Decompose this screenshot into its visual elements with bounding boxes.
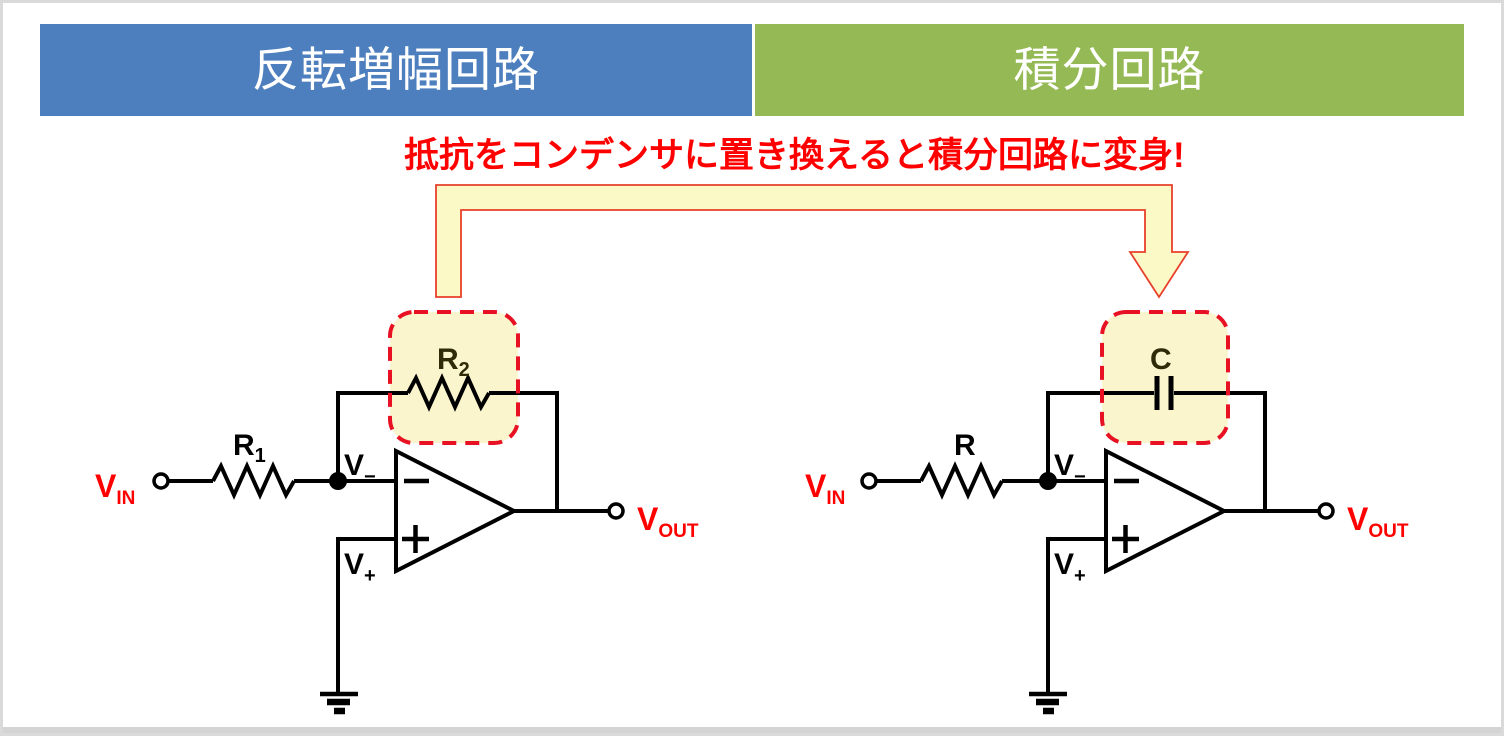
feedback-wire — [336, 391, 408, 481]
inverting-amplifier-circuit: VIN R1 R2 V− V+ VOUT — [95, 310, 699, 715]
vplus-label: V+ — [1054, 548, 1086, 587]
vin-label: VIN — [805, 468, 845, 509]
tab-inverting-amplifier: 反転増幅回路 — [40, 24, 752, 116]
vminus-label: V− — [344, 449, 376, 488]
r2-highlight-box — [388, 310, 520, 445]
vin-terminal — [860, 472, 878, 490]
c-highlight-box — [1100, 310, 1230, 445]
r-label: R — [954, 429, 976, 462]
summing-node — [1039, 472, 1057, 490]
vout-terminal — [607, 502, 625, 520]
vout-terminal — [1317, 502, 1335, 520]
ground-icon — [320, 691, 358, 715]
tab-label: 反転増幅回路 — [252, 43, 540, 96]
plus-input-icon — [402, 525, 429, 553]
plus-input-icon — [1112, 525, 1139, 553]
vout-label: VOUT — [1347, 501, 1409, 542]
summing-node — [329, 472, 347, 490]
r2-label: R2 — [437, 343, 470, 381]
vminus-label: V− — [1054, 449, 1086, 488]
resistor-r1-icon — [211, 461, 296, 500]
tab-integrator: 積分回路 — [755, 24, 1464, 116]
resistor-r-icon — [919, 461, 1004, 500]
vin-label: VIN — [95, 468, 135, 509]
vplus-wire — [1046, 537, 1106, 692]
vplus-label: V+ — [344, 548, 376, 587]
tab-label: 積分回路 — [1013, 43, 1206, 96]
vplus-wire — [336, 537, 396, 692]
c-label: C — [1150, 343, 1172, 376]
vin-terminal — [152, 472, 170, 490]
transform-arrow — [435, 184, 1190, 299]
transform-annotation: 抵抗をコンデンサに置き換えると積分回路に変身! — [404, 136, 1185, 175]
vout-label: VOUT — [637, 501, 699, 542]
integrator-circuit: VIN R C V− V+ VOUT — [805, 310, 1409, 715]
r1-label: R1 — [233, 429, 266, 467]
ground-icon — [1029, 691, 1067, 715]
